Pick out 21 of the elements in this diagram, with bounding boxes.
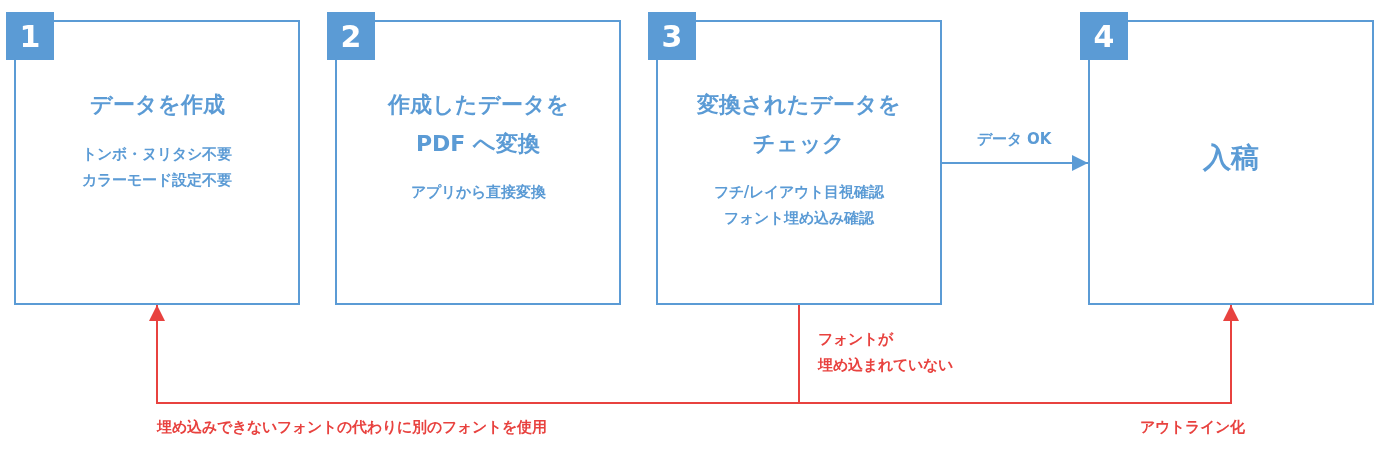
step-note: フチ/レイアウト目視確認 [712, 182, 886, 203]
edge-label: アウトライン化 [1139, 417, 1245, 438]
condition-label: フォントが [818, 329, 895, 350]
arrow [941, 155, 1089, 171]
step-title: データを作成 [88, 91, 226, 119]
step-title: 変換されたデータをチェック [696, 91, 902, 158]
step-note: アプリから直接変換 [409, 182, 547, 203]
step-note: トンボ・ヌリタシ不要 [81, 143, 233, 165]
step-note: カラーモード設定不要 [81, 169, 233, 191]
edge-label: データ OK [975, 129, 1053, 150]
step-note: フォント埋め込み確認 [723, 208, 875, 230]
step-number: 2 [327, 12, 375, 60]
edge-label: 埋め込みできないフォントの代わりに別のフォントを使用 [157, 417, 547, 438]
step-number: 4 [1080, 12, 1128, 60]
arrow [798, 304, 1239, 404]
step-number: 1 [6, 12, 54, 60]
step-title: 作成したデータをPDF へ変換 [386, 91, 570, 158]
step-title: 入稿 [1203, 140, 1259, 176]
condition-label: 埋め込まれていない [818, 355, 954, 376]
step-number: 3 [648, 12, 696, 60]
arrow [149, 304, 800, 404]
